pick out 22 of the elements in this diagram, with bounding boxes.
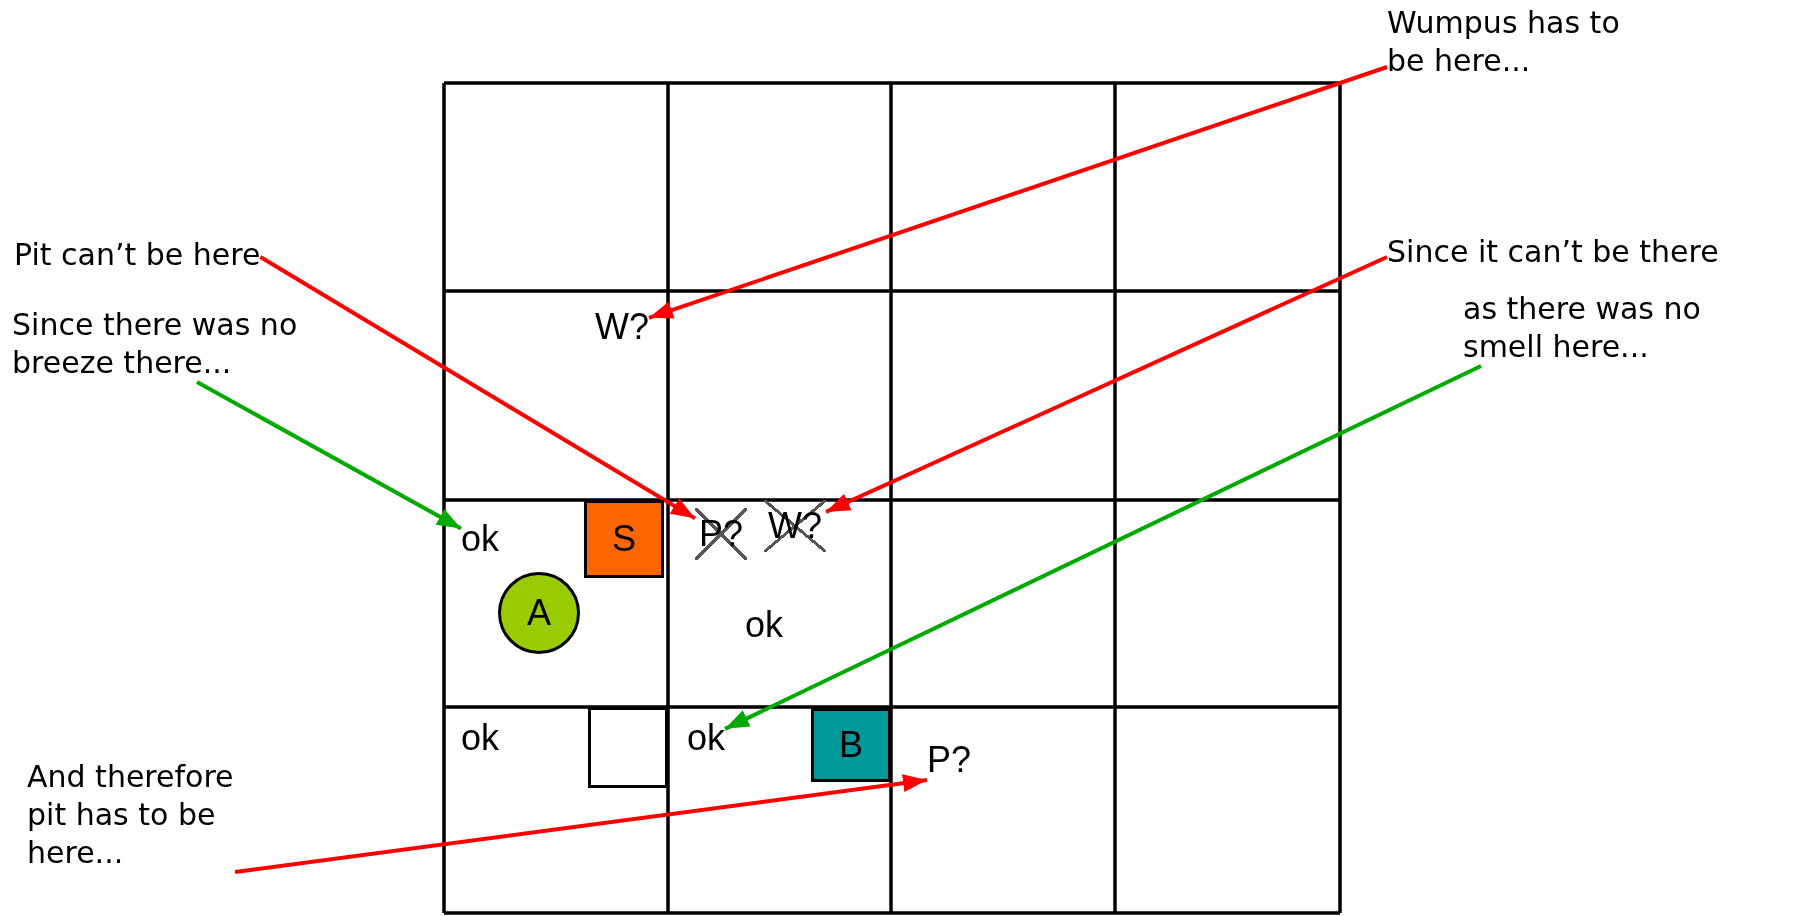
arrow	[234, 774, 928, 874]
cell-label: ok	[461, 718, 500, 758]
annotation-text: Pit can’t be here	[14, 236, 261, 274]
annotation-text: as there was no smell here...	[1463, 290, 1753, 366]
cell-label: P?	[927, 740, 972, 780]
square-marker: S	[584, 500, 664, 578]
square-outline	[588, 707, 668, 788]
annotation-text: And therefore pit has to be here...	[27, 758, 257, 872]
cell-label: ok	[745, 605, 784, 645]
arrow	[259, 255, 697, 521]
cell-label: ok	[687, 718, 726, 758]
arrow	[825, 255, 1388, 514]
arrow	[724, 364, 1482, 731]
arrow	[196, 380, 462, 531]
annotation-text: Since there was no breeze there...	[12, 306, 402, 382]
circle-marker: A	[498, 572, 580, 654]
cell-label: W?	[595, 307, 649, 347]
annotation-text: Since it can’t be there	[1387, 233, 1719, 271]
arrow	[648, 65, 1388, 320]
cell-label: ok	[461, 519, 500, 559]
square-marker: B	[811, 708, 891, 782]
annotation-text: Wumpus has to be here...	[1387, 4, 1637, 80]
